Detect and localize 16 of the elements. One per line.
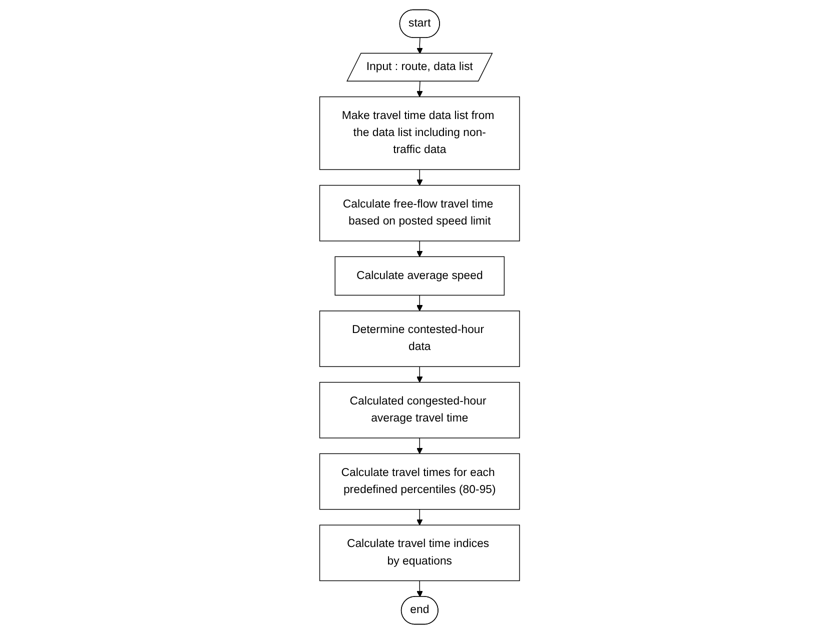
arrow bbox=[416, 509, 424, 526]
arrow bbox=[416, 294, 424, 312]
arrow bbox=[416, 169, 424, 186]
arrow bbox=[416, 240, 424, 257]
arrow bbox=[416, 38, 424, 54]
node-box: Calculate free-flow travel time based on posted speed limit bbox=[320, 184, 520, 242]
node-box: Calculate travel times for each predefined percentiles (80-95) bbox=[320, 453, 520, 510]
node-box: Determine contested-hour data bbox=[320, 310, 520, 367]
arrow bbox=[416, 580, 424, 598]
arrow bbox=[416, 81, 424, 98]
node-box: Calculate average speed bbox=[335, 256, 505, 296]
node-box: Calculate travel time indices by equations bbox=[320, 524, 520, 582]
arrow bbox=[416, 438, 424, 454]
node-box: Calculated congested-hour average travel time bbox=[320, 382, 520, 438]
node-box: Make travel time data list from the data list including non-traffic data bbox=[320, 96, 520, 170]
arrow bbox=[416, 366, 424, 383]
